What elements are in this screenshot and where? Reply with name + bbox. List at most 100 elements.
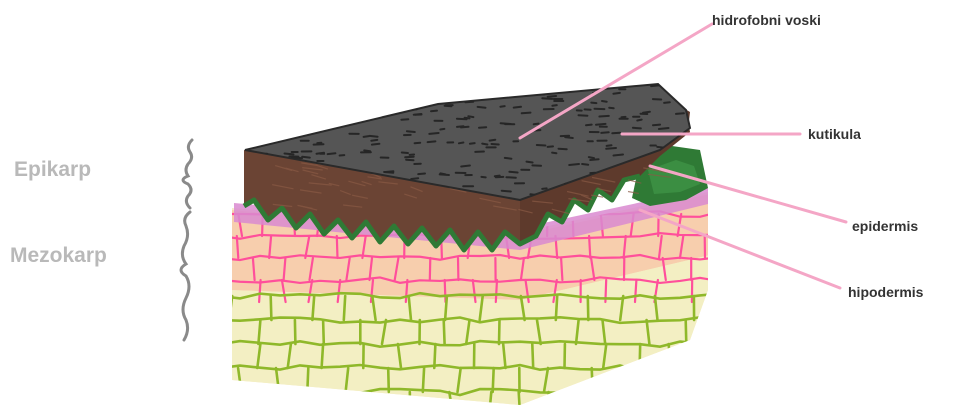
- cell-wall-segment: [702, 368, 703, 392]
- wax-dash: [590, 159, 598, 160]
- cell-wall-segment: [229, 296, 232, 320]
- wax-dash: [601, 132, 608, 133]
- cell-wall-segment: [445, 296, 447, 320]
- wax-dash: [479, 127, 486, 128]
- wax-dash: [364, 98, 372, 99]
- wax-dash: [440, 173, 445, 174]
- cell-wall-segment: [249, 392, 253, 411]
- wax-dash: [589, 157, 594, 158]
- cell-wall-segment: [307, 368, 308, 392]
- wax-dash: [305, 87, 314, 88]
- epidermis-label: epidermis: [852, 218, 918, 234]
- wax-dash: [612, 133, 620, 134]
- wax-dash: [676, 113, 684, 114]
- wax-dash: [643, 112, 650, 113]
- wax-dash: [613, 93, 620, 94]
- wax-dash: [285, 154, 294, 155]
- wax-dash: [556, 88, 565, 89]
- wax-dash: [259, 130, 269, 131]
- wax-dash: [559, 149, 567, 150]
- hidrofobni-voski-label: hidrofobni voski: [712, 12, 821, 28]
- wax-dash: [505, 158, 512, 159]
- wax-dash: [416, 102, 422, 103]
- wax-dash: [653, 125, 660, 126]
- wax-dash: [371, 140, 377, 141]
- wax-dash: [459, 143, 464, 144]
- wax-dash: [609, 108, 614, 109]
- wax-dash: [370, 136, 378, 137]
- wax-dash: [501, 123, 511, 124]
- cell-wall-segment: [589, 236, 590, 258]
- cell-wall-segment: [323, 320, 324, 344]
- wax-dash: [602, 101, 607, 102]
- cell-wall-segment: [592, 368, 593, 392]
- wax-dash: [633, 128, 641, 129]
- cell-wall-segment: [662, 368, 664, 392]
- wax-dash: [367, 92, 376, 93]
- wax-dash: [664, 102, 670, 103]
- cell-wall-segment: [228, 280, 230, 302]
- wax-dash: [565, 88, 574, 89]
- wax-dash: [394, 112, 399, 113]
- wax-dash: [364, 136, 369, 137]
- wax-dash: [262, 110, 268, 111]
- wax-dash: [565, 137, 573, 138]
- cell-wall-segment: [519, 392, 520, 411]
- wax-dash: [651, 85, 659, 86]
- mezokarp-brace: [181, 212, 190, 340]
- wax-dash: [514, 107, 521, 108]
- cell-wall-segment: [259, 280, 261, 302]
- epikarp-label: Epikarp: [14, 158, 91, 182]
- wax-dash: [296, 93, 305, 94]
- wax-dash: [336, 123, 343, 124]
- cell-wall-segment: [271, 296, 272, 320]
- hipodermis-label: hipodermis: [848, 284, 923, 300]
- wax-dash: [440, 129, 444, 130]
- cell-wall-segment: [588, 296, 589, 320]
- wax-dash: [388, 93, 393, 94]
- wax-dash: [357, 104, 362, 105]
- wax-dash: [335, 117, 340, 118]
- wax-dash: [686, 103, 694, 104]
- cell-wall-segment: [344, 296, 345, 320]
- wax-dash: [502, 191, 511, 192]
- cell-wall-segment: [549, 392, 551, 411]
- wax-dash: [407, 131, 415, 132]
- wax-dash: [429, 133, 438, 134]
- cell-wall-segment: [635, 280, 636, 302]
- wax-dash: [302, 106, 308, 107]
- cell-wall-segment: [607, 392, 609, 411]
- wax-dash: [478, 107, 486, 108]
- cell-wall-segment: [669, 344, 671, 368]
- cell-wall-segment: [710, 214, 711, 236]
- cell-wall-segment: [686, 320, 687, 344]
- wax-dash: [685, 88, 692, 89]
- wax-dash: [368, 86, 373, 87]
- wax-dash: [431, 111, 437, 112]
- cell-wall-segment: [227, 344, 230, 368]
- wax-dash: [470, 143, 475, 144]
- wax-dash: [384, 172, 393, 173]
- wax-dash: [345, 102, 355, 103]
- wax-dash: [302, 157, 310, 158]
- cell-wall-segment: [640, 344, 641, 368]
- cell-wall-segment: [496, 280, 497, 302]
- cell-wall-segment: [312, 296, 314, 320]
- cell-wall-segment: [673, 392, 674, 411]
- wax-dash: [522, 113, 531, 114]
- mezokarp-label: Mezokarp: [10, 244, 107, 268]
- wax-dash: [599, 116, 608, 117]
- cell-wall-segment: [237, 236, 239, 258]
- wax-dash: [330, 91, 339, 92]
- wax-dash: [461, 166, 470, 167]
- wax-dash: [457, 126, 464, 127]
- wax-dash: [509, 93, 515, 94]
- wax-dash: [537, 145, 546, 146]
- cell-wall-segment: [704, 344, 706, 368]
- wax-dash: [328, 153, 336, 154]
- wax-dash: [481, 177, 485, 178]
- wax-dash: [548, 146, 553, 147]
- wax-dash: [299, 124, 307, 125]
- wax-dash: [506, 177, 515, 178]
